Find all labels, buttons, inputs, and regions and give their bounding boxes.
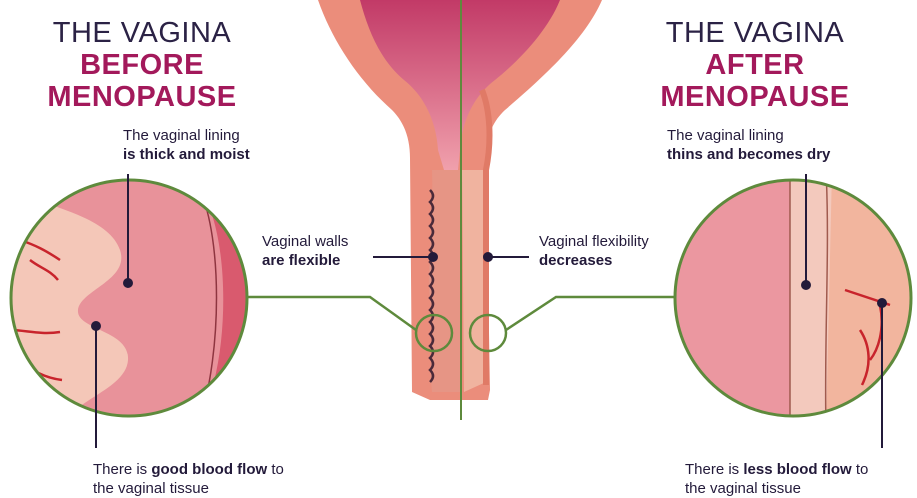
fold-left (428, 189, 435, 383)
blood-vessel (11, 238, 71, 405)
connector-after (505, 295, 676, 332)
title-after-line2: MENOPAUSE (660, 81, 850, 113)
title-before: THE VAGINA BEFORE MENOPAUSE (0, 17, 284, 113)
label-lining-before: The vaginal lining is thick and moist (123, 127, 250, 163)
title-before-line2: MENOPAUSE (47, 81, 237, 113)
label-walls-before: Vaginal walls are flexible (262, 233, 349, 269)
zoom-ring-after (468, 313, 508, 353)
label-blood-before: There is good blood flow to the vaginal … (93, 461, 284, 497)
label-blood-after: There is less blood flow to the vaginal … (685, 461, 869, 497)
canal-after (462, 170, 486, 392)
title-after-prefix: THE VAGINA (665, 17, 845, 49)
pointer-dot (877, 298, 887, 308)
title-after-accent: AFTER (705, 49, 805, 81)
label-lining-after: The vaginal lining thins and becomes dry (667, 127, 831, 163)
pointers (91, 174, 887, 448)
pointer-dot (801, 280, 811, 290)
title-before-accent: BEFORE (80, 49, 204, 81)
vagina-cross-section (318, 0, 602, 420)
zoom-ring-before (414, 313, 454, 353)
pointer-dot (428, 252, 438, 262)
after-side-stripe (479, 88, 493, 385)
title-after: THE VAGINA AFTER MENOPAUSE (626, 17, 884, 113)
connectors (246, 295, 676, 332)
pointer-dot (91, 321, 101, 331)
thick-lining-fold (40, 180, 247, 416)
title-before-prefix: THE VAGINA (52, 17, 232, 49)
pointer-dot (483, 252, 493, 262)
pointer-dot (123, 278, 133, 288)
label-flexibility-after: Vaginal flexibility decreases (539, 233, 649, 269)
zoom-circle-before (9, 178, 249, 418)
connector-before (246, 295, 417, 332)
thin-lining (790, 180, 832, 416)
